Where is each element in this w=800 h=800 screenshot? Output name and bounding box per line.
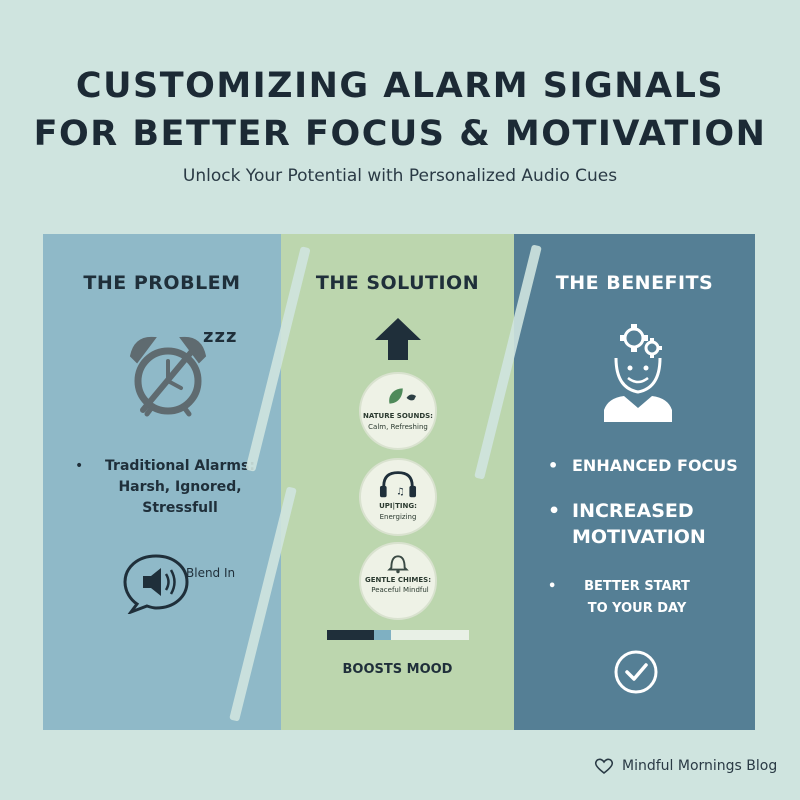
up-arrow-icon bbox=[375, 318, 421, 360]
headphones-icon: ♫ bbox=[379, 471, 417, 497]
solution-panel: THE SOLUTION NATURE SOUNDS: Calm, Refres… bbox=[281, 234, 514, 730]
benefit-focus-text: ENHANCED FOCUS bbox=[572, 456, 738, 475]
speech-label: Blend In bbox=[186, 566, 236, 580]
solution-heading: THE SOLUTION bbox=[315, 272, 480, 294]
boosts-mood-caption: BOOSTS MOOD bbox=[342, 662, 453, 677]
benefits-heading: THE BENEFITS bbox=[555, 272, 714, 294]
svg-text:♫: ♫ bbox=[396, 486, 405, 497]
bell-icon bbox=[387, 555, 409, 574]
person-gears-icon bbox=[604, 324, 672, 422]
problem-bullet-text: Traditional Alarms: Harsh, Ignored, Stre… bbox=[105, 458, 255, 516]
page-title: CUSTOMIZING ALARM SIGNALS FOR BETTER FOC… bbox=[0, 62, 800, 158]
solution-item-nature: NATURE SOUNDS: Calm, Refreshing bbox=[359, 372, 437, 450]
speaker-icon bbox=[123, 554, 189, 614]
bullet-dot: • bbox=[75, 458, 84, 474]
title-line-2: FOR BETTER FOCUS & MOTIVATION bbox=[33, 114, 767, 154]
footer-credit: Mindful Mornings Blog bbox=[594, 758, 777, 774]
check-circle-icon bbox=[614, 650, 658, 694]
chimes-title: GENTLE CHIMES: bbox=[364, 576, 432, 584]
benefit-start-day-text: BETTER START TO YOUR DAY bbox=[584, 579, 690, 616]
title-line-1: CUSTOMIZING ALARM SIGNALS bbox=[75, 66, 725, 106]
progress-dark-segment bbox=[327, 630, 374, 640]
heart-icon bbox=[594, 758, 614, 774]
problem-heading: THE PROBLEM bbox=[83, 272, 241, 294]
uplifting-desc: Energizing bbox=[379, 513, 417, 521]
bullet-dot: • bbox=[548, 579, 557, 594]
nature-desc: Calm, Refreshing bbox=[368, 423, 428, 431]
benefit-motivation-text: INCREASED MOTIVATION bbox=[572, 500, 706, 548]
uplifting-title: UPI|TING: bbox=[379, 502, 417, 510]
progress-light-segment bbox=[373, 630, 391, 640]
problem-bullet: • Traditional Alarms: Harsh, Ignored, St… bbox=[73, 456, 273, 519]
solution-item-chimes: GENTLE CHIMES: Peaceful Mindful bbox=[359, 542, 437, 620]
nature-title: NATURE SOUNDS: bbox=[363, 412, 433, 420]
benefits-panel: THE BENEFITS • ENHANCED FOCUS • bbox=[514, 234, 755, 730]
page-subtitle: Unlock Your Potential with Personalized … bbox=[182, 166, 618, 186]
bullet-dot: • bbox=[548, 500, 561, 522]
problem-panel: THE PROBLEM zzz • Traditional Alarms: Ha… bbox=[43, 234, 281, 730]
bullet-dot: • bbox=[548, 456, 559, 475]
mood-progress-bar bbox=[327, 630, 469, 640]
leaf-bird-icon bbox=[389, 388, 417, 404]
solution-item-uplifting: ♫ UPI|TING: Energizing bbox=[359, 458, 437, 536]
panels-container: THE PROBLEM zzz • Traditional Alarms: Ha… bbox=[43, 234, 755, 730]
chimes-desc: Peaceful Mindful bbox=[371, 586, 429, 594]
snore-text: zzz bbox=[203, 326, 238, 347]
alarm-clock-crossed-icon bbox=[129, 336, 207, 417]
footer-label: Mindful Mornings Blog bbox=[622, 758, 778, 774]
